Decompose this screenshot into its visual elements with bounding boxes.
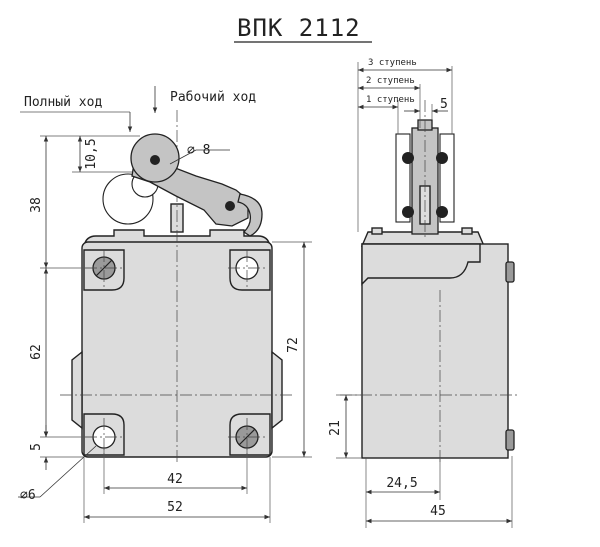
side-bump-bottom xyxy=(505,429,515,451)
roller-axle xyxy=(150,155,160,165)
full-travel-label: Полный ход xyxy=(24,95,102,110)
dim-24-5: 24,5 xyxy=(386,476,417,491)
dim-21: 21 xyxy=(328,420,343,436)
working-travel-label: Рабочий ход xyxy=(170,90,256,105)
dim-42: 42 xyxy=(167,472,183,487)
side-body xyxy=(361,243,509,459)
right-ear xyxy=(271,350,283,430)
stage-2-label: 2 ступень xyxy=(366,76,415,86)
dim-5: 5 xyxy=(29,443,44,451)
dim-dia6: ∅6 xyxy=(20,488,36,503)
side-pin-1 xyxy=(402,152,414,164)
lever-pivot xyxy=(225,201,235,211)
front-view xyxy=(60,110,292,465)
drawing-title: ВПК 2112 xyxy=(237,14,361,42)
dim-dia8-leader xyxy=(169,149,197,165)
side-view xyxy=(340,100,520,462)
side-pin-3 xyxy=(402,206,414,218)
dim-38: 38 xyxy=(29,197,44,213)
side-step xyxy=(361,243,481,286)
dim-side-5: 5 xyxy=(440,97,448,112)
dim-62: 62 xyxy=(29,344,44,360)
stage-3-label: 3 ступень xyxy=(368,58,417,68)
lever-hook xyxy=(237,193,263,237)
dim-72: 72 xyxy=(286,337,301,353)
dim-10-5: 10,5 xyxy=(84,138,99,169)
dim-dia6-leader xyxy=(39,445,97,498)
side-pin-4 xyxy=(436,206,448,218)
left-ear xyxy=(71,350,83,430)
dim-45: 45 xyxy=(430,504,446,519)
side-pin-2 xyxy=(436,152,448,164)
stage-1-label: 1 ступень xyxy=(366,95,415,105)
dim-dia8: ∅ 8 xyxy=(187,143,210,158)
dim-52: 52 xyxy=(167,500,183,515)
side-bump-top xyxy=(505,261,515,283)
